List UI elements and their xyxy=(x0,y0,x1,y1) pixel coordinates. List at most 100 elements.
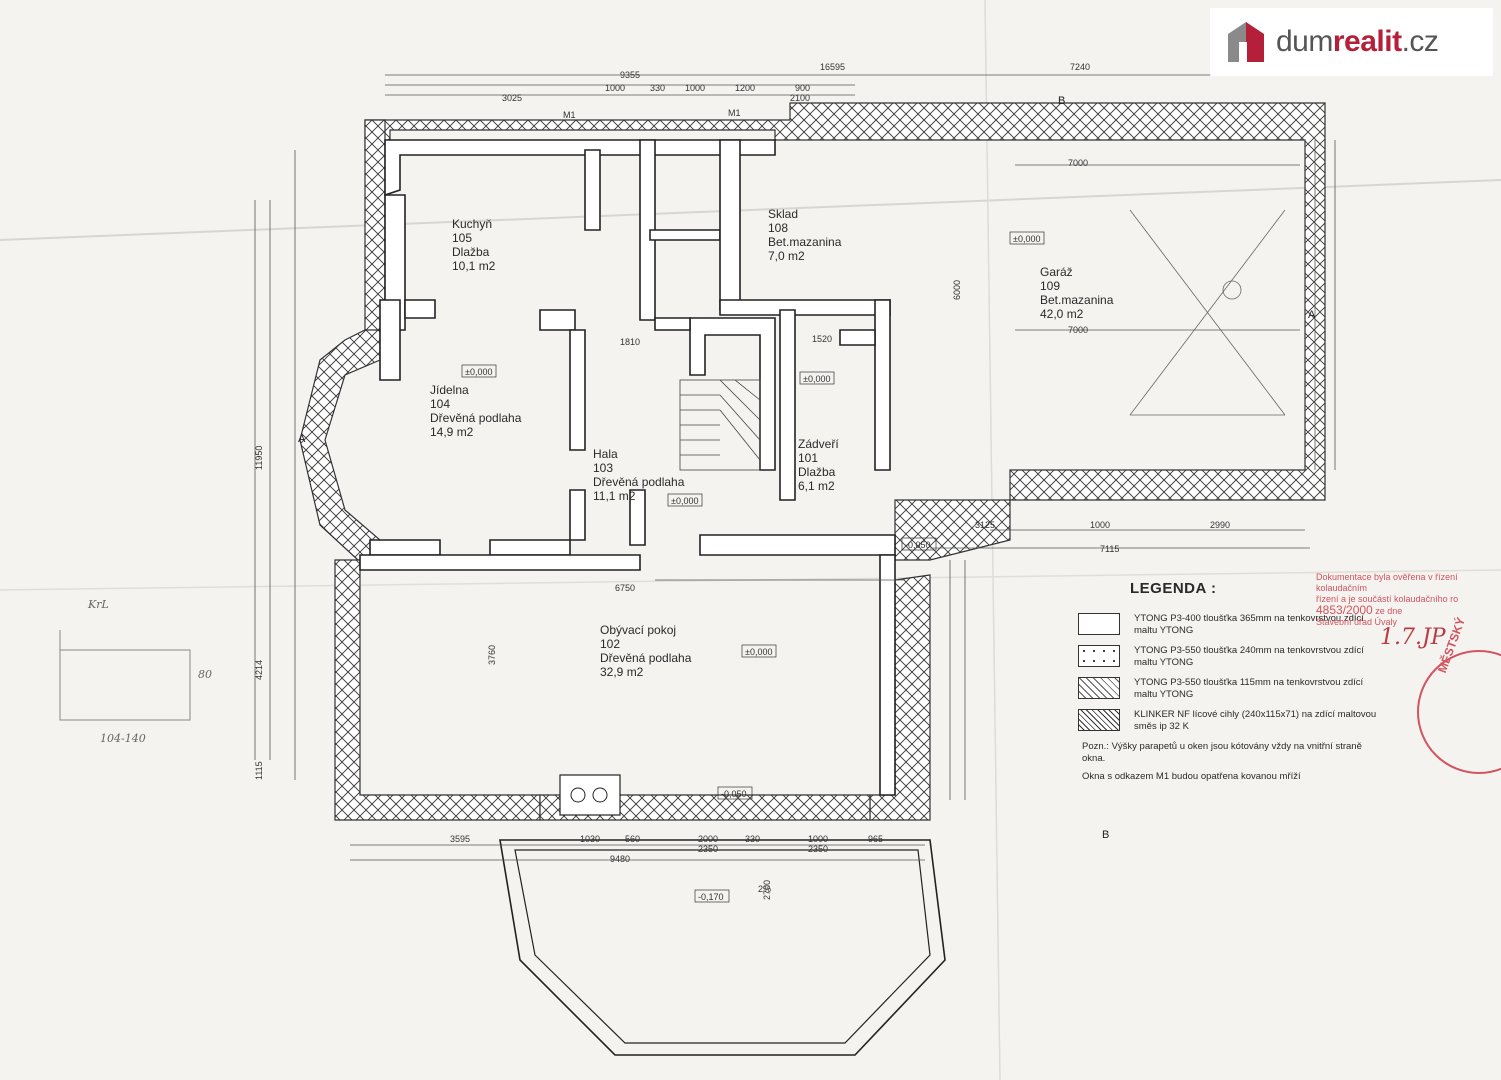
room-zadveri: Zádveří 101 Dlažba 6,1 m2 xyxy=(798,437,839,493)
svg-text:1115: 1115 xyxy=(254,761,264,780)
wall-bottom xyxy=(539,794,871,821)
room-kuchyn: Kuchyň 105 Dlažba 10,1 m2 xyxy=(452,217,496,273)
svg-text:1200: 1200 xyxy=(735,83,755,93)
svg-text:Sklad: Sklad xyxy=(768,207,798,221)
svg-text:105: 105 xyxy=(452,231,472,245)
svg-text:9480: 9480 xyxy=(610,854,630,864)
svg-text:2350: 2350 xyxy=(808,844,828,854)
level-markers: ±0,000 ±0,000 ±0,000 ±0,000 ±0,000 -0,05… xyxy=(461,231,1045,903)
svg-text:Zádveří: Zádveří xyxy=(798,437,839,451)
svg-text:42,0 m2: 42,0 m2 xyxy=(1040,307,1084,321)
svg-text:11,1 m2: 11,1 m2 xyxy=(593,489,636,503)
svg-text:7240: 7240 xyxy=(1070,62,1090,72)
signature: 1.7.JP xyxy=(1380,625,1446,650)
svg-text:2100: 2100 xyxy=(790,93,810,103)
svg-text:3125: 3125 xyxy=(975,520,995,530)
svg-text:Dřevěná podlaha: Dřevěná podlaha xyxy=(430,411,522,425)
svg-text:6,1 m2: 6,1 m2 xyxy=(798,479,835,493)
room-jidelna: Jídelna 104 Dřevěná podlaha 14,9 m2 xyxy=(430,383,522,439)
svg-text:10,1 m2: 10,1 m2 xyxy=(452,259,496,273)
svg-text:1000: 1000 xyxy=(605,83,625,93)
hand-note-dims: 104-140 xyxy=(100,732,146,745)
svg-text:2700: 2700 xyxy=(762,880,772,900)
svg-text:560: 560 xyxy=(625,834,640,844)
svg-text:B: B xyxy=(1058,95,1065,107)
svg-text:330: 330 xyxy=(650,83,665,93)
svg-text:-0,050: -0,050 xyxy=(721,789,747,799)
room-obyvaci-pokoj: Obývací pokoj 102 Dřevěná podlaha 32,9 m… xyxy=(600,623,692,679)
svg-text:B: B xyxy=(1102,829,1109,841)
legend-swatch-ytong-240 xyxy=(1078,645,1120,667)
svg-text:±0,000: ±0,000 xyxy=(803,374,830,384)
approval-stamp-text: Dokumentace byla ověřena v řízení kolaud… xyxy=(1316,572,1459,627)
svg-text:900: 900 xyxy=(795,83,810,93)
staircase xyxy=(679,379,761,471)
svg-text:±0,000: ±0,000 xyxy=(1013,234,1040,244)
legend-item: YTONG P3-550 tloušťka 240mm na tenkovrst… xyxy=(1078,645,1378,669)
svg-text:7,0 m2: 7,0 m2 xyxy=(768,249,805,263)
svg-text:±0,000: ±0,000 xyxy=(671,496,698,506)
svg-text:-0,170: -0,170 xyxy=(698,892,724,902)
svg-text:7000: 7000 xyxy=(1068,158,1088,168)
svg-text:Dřevěná podlaha: Dřevěná podlaha xyxy=(600,651,692,665)
svg-text:32,9 m2: 32,9 m2 xyxy=(600,665,644,679)
svg-text:Garáž: Garáž xyxy=(1040,265,1073,279)
svg-text:965: 965 xyxy=(868,834,883,844)
svg-text:9355: 9355 xyxy=(620,70,640,80)
svg-text:330: 330 xyxy=(745,834,760,844)
legend-note-1: Pozn.: Výšky parapetů u oken jsou kótová… xyxy=(1082,741,1362,764)
legend: LEGENDA : YTONG P3-400 tloušťka 365mm na… xyxy=(1078,580,1378,783)
logo-text: dumrealit.cz xyxy=(1276,25,1439,58)
svg-text:1810: 1810 xyxy=(620,337,640,347)
dimension-lines xyxy=(254,74,1336,861)
svg-text:Bet.mazanina: Bet.mazanina xyxy=(1040,293,1114,307)
legend-item: YTONG P3-400 tloušťka 365mm na tenkovrst… xyxy=(1078,613,1378,637)
svg-text:2000: 2000 xyxy=(698,834,718,844)
svg-text:Jídelna: Jídelna xyxy=(430,383,469,397)
legend-item: KLINKER NF lícové cihly (240x115x71) na … xyxy=(1078,709,1378,733)
svg-text:3025: 3025 xyxy=(502,93,522,103)
svg-text:±0,000: ±0,000 xyxy=(745,647,772,657)
svg-text:6750: 6750 xyxy=(615,583,635,593)
svg-text:1000: 1000 xyxy=(1090,520,1110,530)
legend-item: YTONG P3-550 tloušťka 115mm na tenkovrst… xyxy=(1078,677,1378,701)
dumrealit-logo: dumrealit.cz xyxy=(1210,8,1493,76)
svg-text:A: A xyxy=(298,433,306,445)
svg-text:3595: 3595 xyxy=(450,834,470,844)
svg-text:M1: M1 xyxy=(563,110,576,120)
svg-text:2990: 2990 xyxy=(1210,520,1230,530)
hand-note-num: 80 xyxy=(198,668,212,681)
svg-text:1000: 1000 xyxy=(685,83,705,93)
hand-sketch xyxy=(59,630,191,721)
svg-text:±0,000: ±0,000 xyxy=(465,367,492,377)
legend-swatch-ytong-365 xyxy=(1078,613,1120,635)
room-sklad: Sklad 108 Bet.mazanina 7,0 m2 xyxy=(768,207,842,263)
svg-text:Obývací pokoj: Obývací pokoj xyxy=(600,623,676,637)
svg-text:6000: 6000 xyxy=(952,280,962,300)
svg-text:104: 104 xyxy=(430,397,450,411)
legend-swatch-klinker xyxy=(1078,709,1120,731)
svg-text:16595: 16595 xyxy=(820,62,845,72)
svg-text:Dlažba: Dlažba xyxy=(452,245,490,259)
svg-text:109: 109 xyxy=(1040,279,1060,293)
dimension-labels: 16595 9355 7240 3025 1000 330 1000 1200 … xyxy=(254,62,1230,900)
svg-text:1000: 1000 xyxy=(808,834,828,844)
svg-text:Kuchyň: Kuchyň xyxy=(452,217,492,231)
svg-text:-0,050: -0,050 xyxy=(905,540,931,550)
svg-text:1520: 1520 xyxy=(812,334,832,344)
room-garaz: Garáž 109 Bet.mazanina 42,0 m2 xyxy=(1040,265,1114,321)
legend-note-2: Okna s odkazem M1 budou opatřena kovanou… xyxy=(1082,771,1301,782)
svg-text:2%: 2% xyxy=(758,884,771,894)
legend-title: LEGENDA : xyxy=(1130,580,1217,597)
section-marks: B A A B xyxy=(298,95,1316,841)
terrace xyxy=(499,839,946,1056)
legend-swatch-ytong-115 xyxy=(1078,677,1120,699)
svg-text:101: 101 xyxy=(798,451,818,465)
svg-text:M1: M1 xyxy=(728,108,741,118)
svg-text:7115: 7115 xyxy=(1100,544,1119,554)
svg-text:2350: 2350 xyxy=(698,844,718,854)
svg-text:1030: 1030 xyxy=(580,834,600,844)
svg-text:7000: 7000 xyxy=(1068,325,1088,335)
house-logo-icon xyxy=(1228,22,1264,62)
